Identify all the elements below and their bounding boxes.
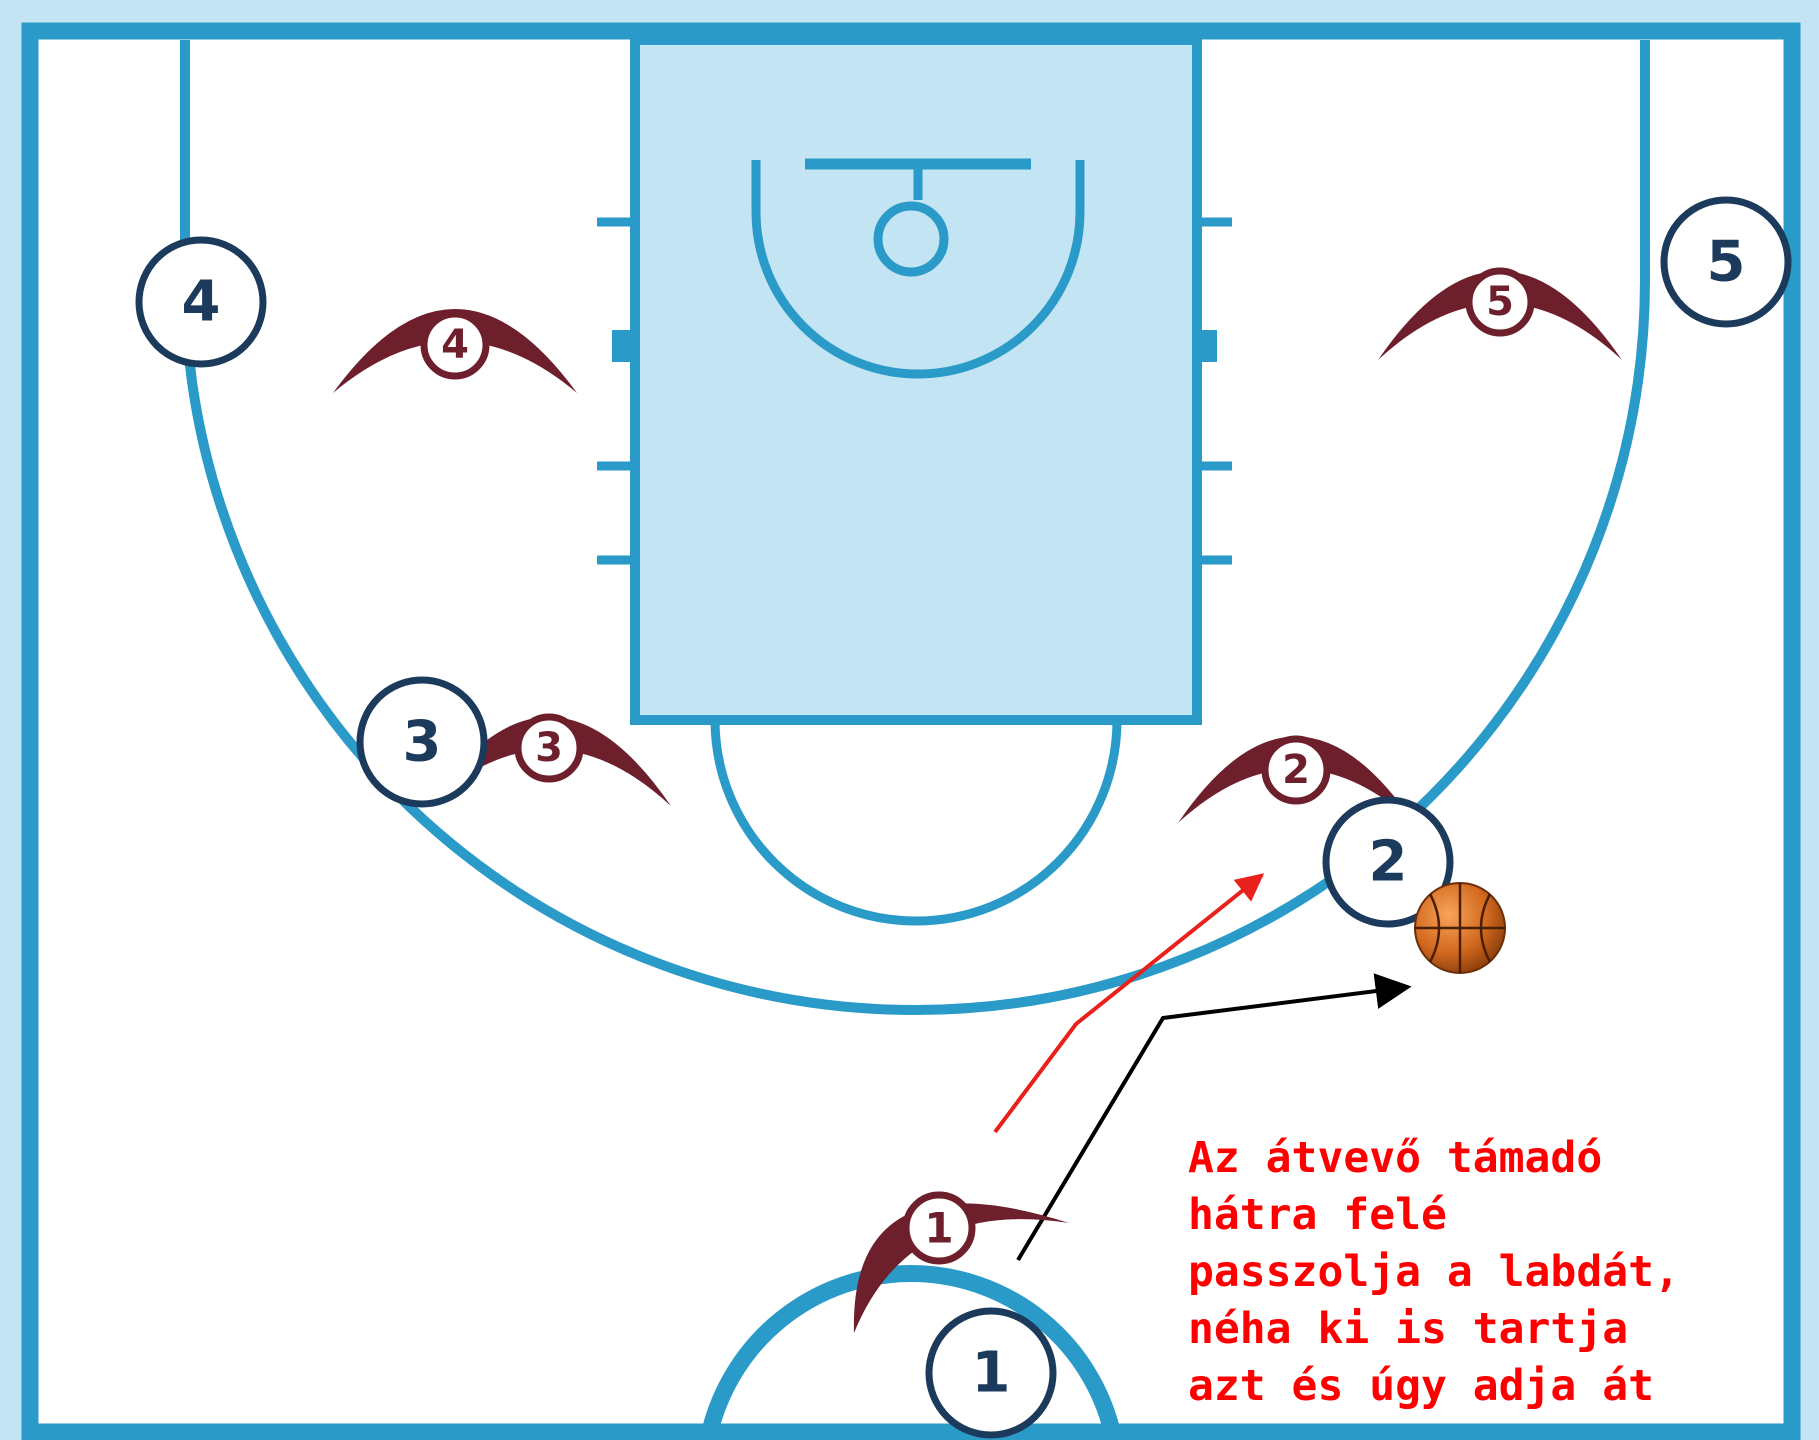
paint-area xyxy=(630,35,1202,725)
defense-player-number: 2 xyxy=(1282,747,1310,793)
cut-arrow xyxy=(993,873,1265,1134)
defense-player-number: 4 xyxy=(441,322,469,368)
hoop xyxy=(873,201,949,277)
court-boundary xyxy=(21,22,1801,1440)
caption-line: néha ki is tartja xyxy=(1188,1304,1629,1354)
lane-blocks xyxy=(612,330,1217,362)
center-circle xyxy=(699,1265,1123,1440)
offense-player-number: 1 xyxy=(972,1341,1011,1406)
defense-player-3: 3 xyxy=(427,713,671,806)
restricted-area-arc xyxy=(751,160,1085,379)
offense-player-3: 3 xyxy=(356,676,488,808)
free-throw-circle xyxy=(710,719,1122,926)
offense-player-number: 4 xyxy=(182,270,221,335)
lane-hash-marks xyxy=(597,217,1232,565)
basketball-icon xyxy=(1414,882,1506,974)
caption-line: Az átvevő támadó xyxy=(1188,1133,1603,1183)
caption-line: hátra felé xyxy=(1188,1190,1447,1240)
offense-player-5: 5 xyxy=(1660,196,1792,328)
defense-player-4: 4 xyxy=(333,309,577,393)
pass-arrow xyxy=(1016,973,1412,1262)
defense-player-number: 5 xyxy=(1486,279,1514,325)
offense-player-number: 2 xyxy=(1369,830,1408,895)
defense-player-1: 1 xyxy=(853,1191,1069,1333)
three-point-line xyxy=(180,40,1650,1015)
offense-player-number: 3 xyxy=(403,710,442,775)
defense-player-number: 3 xyxy=(535,725,563,771)
caption-line: passzolja a labdát, xyxy=(1188,1247,1680,1297)
caption-line: azt és úgy adja át xyxy=(1188,1361,1654,1411)
offense-player-4: 4 xyxy=(135,236,267,368)
caption-text: Az átvevő támadó hátra felé passzolja a … xyxy=(1188,1130,1688,1415)
offense-player-2: 2 xyxy=(1322,796,1454,928)
offense-player-number: 5 xyxy=(1707,230,1746,295)
offense-player-1: 1 xyxy=(925,1307,1057,1439)
defense-player-5: 5 xyxy=(1378,267,1622,360)
defense-player-number: 1 xyxy=(924,1204,953,1253)
defense-player-2: 2 xyxy=(1178,735,1414,823)
